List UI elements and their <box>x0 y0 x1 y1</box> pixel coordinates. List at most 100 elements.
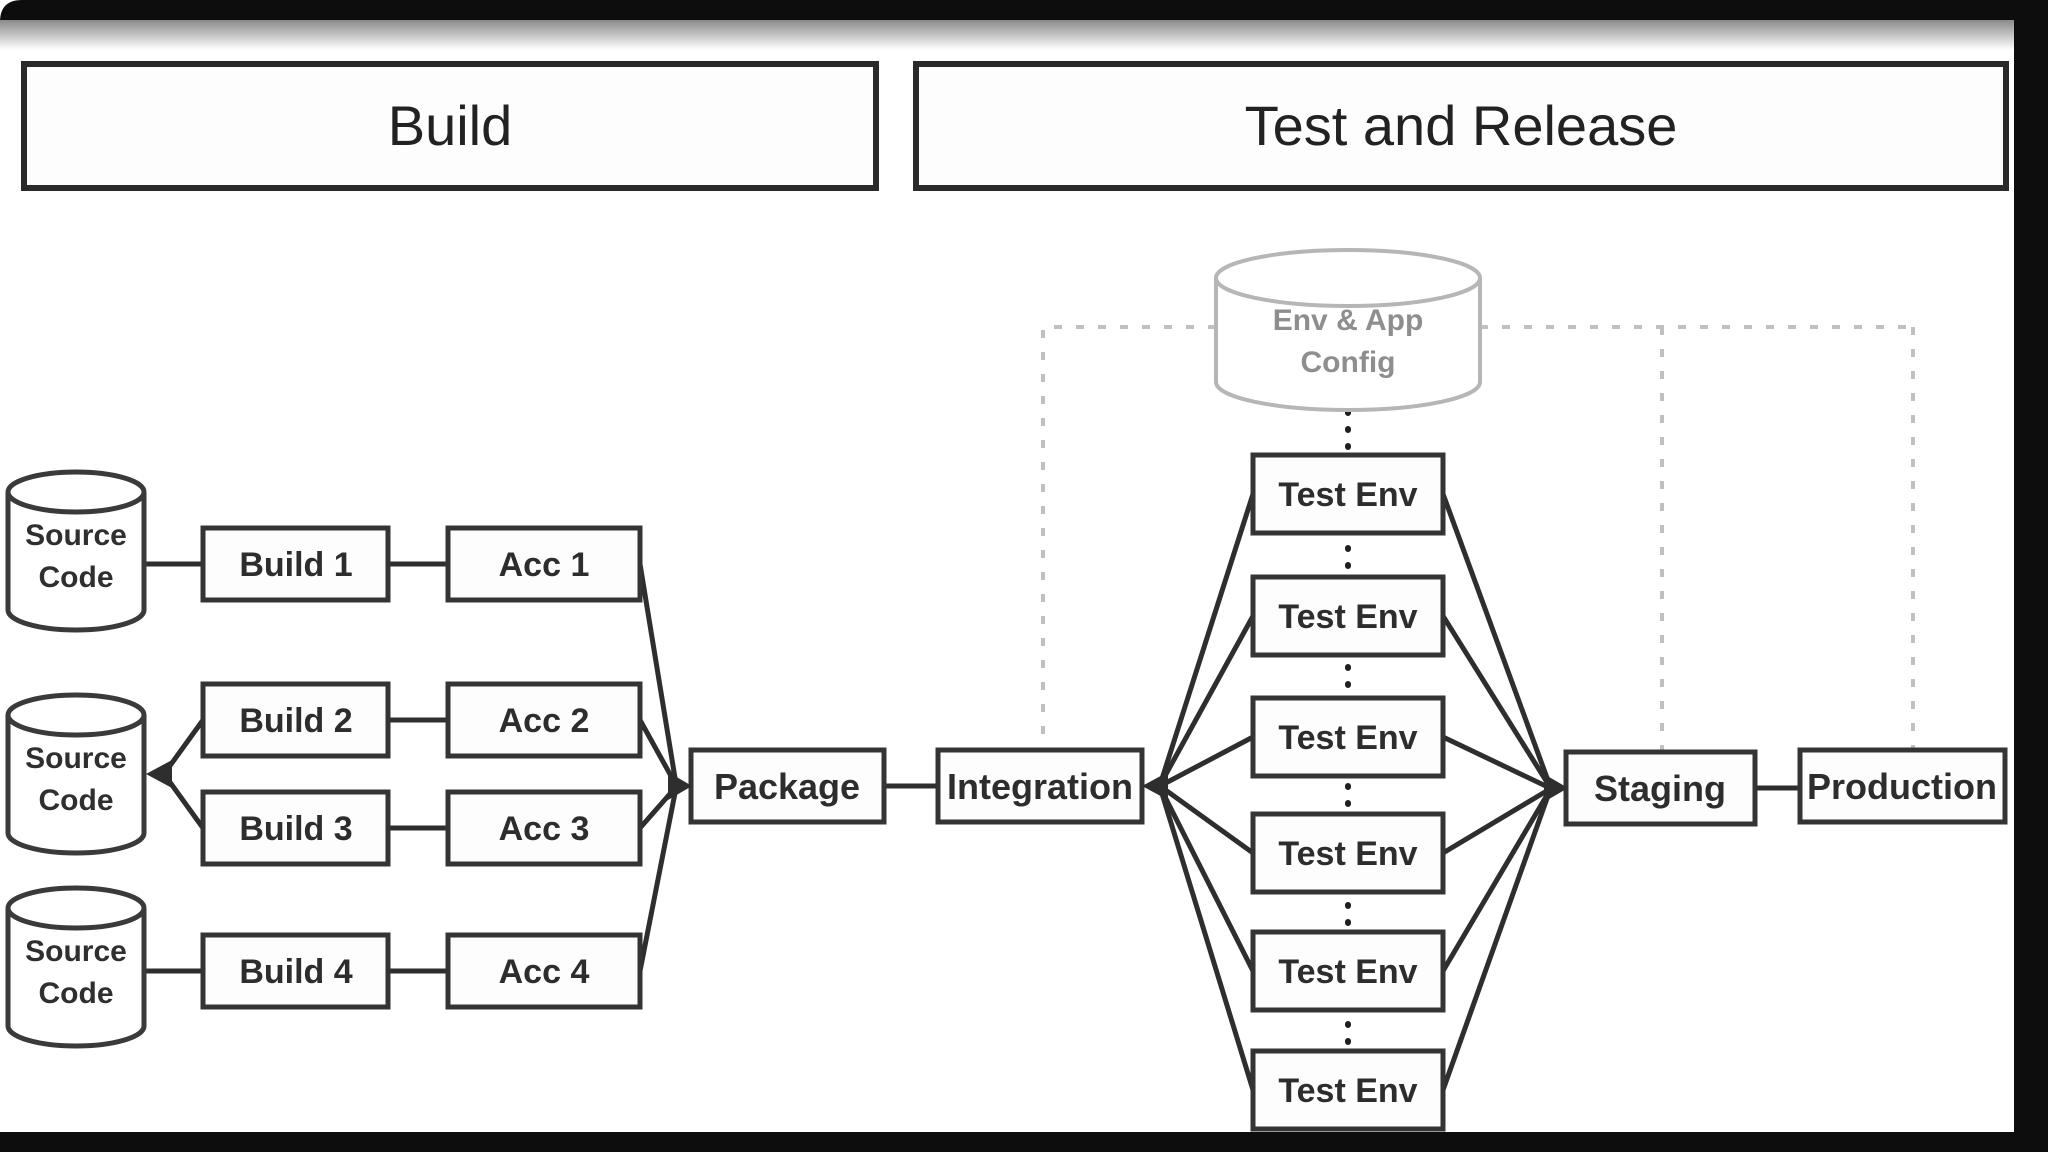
node-acc-2: Acc 2 <box>445 681 643 759</box>
node-box <box>1250 811 1446 895</box>
node-box <box>445 789 643 867</box>
source-code-label-line1: Source <box>25 935 127 968</box>
top-gradient-band <box>0 20 2048 50</box>
frame-top-bar <box>0 0 2048 22</box>
node-test-env-1: Test Env <box>1250 452 1446 536</box>
connector-testenv4-staging <box>1441 786 1552 856</box>
node-label: Test Env <box>1278 835 1417 873</box>
section-header-test-and-release: Test and Release <box>913 61 2009 191</box>
node-build-1: Build 1 <box>200 525 391 603</box>
node-test-env-4: Test Env <box>1250 811 1446 895</box>
database-cylinder-icon <box>5 908 147 1049</box>
node-box <box>1797 747 2008 825</box>
node-label: Build 2 <box>239 702 352 740</box>
node-label: Acc 4 <box>499 953 590 991</box>
node-label: Production <box>1807 766 1997 807</box>
node-integration: Integration <box>935 747 1145 825</box>
node-box <box>688 747 887 825</box>
node-production: Production <box>1797 747 2008 825</box>
arrowhead-into-source2 <box>146 760 172 788</box>
node-box <box>200 681 391 759</box>
node-box <box>200 932 391 1010</box>
node-box <box>200 525 391 603</box>
cylinder-top <box>5 692 147 738</box>
node-label: Build 4 <box>239 953 352 991</box>
cylinder-top <box>5 469 147 515</box>
node-label: Acc 1 <box>499 546 590 584</box>
source-code-label-line1: Source <box>25 519 127 552</box>
node-build-3: Build 3 <box>200 789 391 867</box>
node-label: Test Env <box>1278 598 1417 636</box>
section-header-test-and-release-box <box>913 61 2009 191</box>
connector-testenv5-staging <box>1440 788 1553 973</box>
node-label: Test Env <box>1278 1072 1417 1110</box>
section-header-test-and-release-label: Test and Release <box>1245 94 1678 157</box>
node-label: Build 3 <box>239 810 352 848</box>
node-test-env-3: Test Env <box>1250 695 1446 779</box>
config-label-line1: Env & App <box>1273 304 1424 337</box>
node-label: Acc 3 <box>499 810 590 848</box>
node-box <box>1250 1048 1446 1132</box>
node-label: Build 1 <box>239 546 352 584</box>
node-acc-3: Acc 3 <box>445 789 643 867</box>
source-code-label-line2: Code <box>39 784 114 817</box>
node-label: Integration <box>947 766 1133 807</box>
connector-testenv2-staging <box>1440 614 1553 789</box>
connector-integration-testenv1 <box>1157 493 1256 786</box>
node-source-code-1: Source Code <box>5 469 147 633</box>
node-box <box>1250 574 1446 658</box>
node-label: Test Env <box>1278 953 1417 991</box>
section-header-build-box <box>21 61 879 191</box>
node-staging: Staging <box>1563 749 1758 827</box>
node-test-env-2: Test Env <box>1250 574 1446 658</box>
node-source-code-3: Source Code <box>5 885 147 1049</box>
database-cylinder-icon <box>1214 278 1482 412</box>
config-dashed-connectors <box>1041 325 1915 752</box>
node-box <box>445 681 643 759</box>
connector-integration-testenv4 <box>1158 783 1255 856</box>
connector-integration-testenv2 <box>1157 614 1256 787</box>
section-header-build: Build <box>21 61 879 191</box>
arrowhead-into-package <box>668 772 692 800</box>
node-source-code-2: Source Code <box>5 692 147 856</box>
node-label: Test Env <box>1278 719 1417 757</box>
node-box <box>1250 452 1446 536</box>
frame-bottom-bar <box>0 1132 2048 1152</box>
connector-integration-testenv5 <box>1157 785 1256 973</box>
node-box <box>445 932 643 1010</box>
cylinder-top <box>5 885 147 931</box>
node-env-app-config: Env & App Config <box>1214 248 1482 412</box>
arrowhead-into-integration <box>1142 772 1168 800</box>
database-cylinder-icon <box>5 492 147 633</box>
node-box <box>200 789 391 867</box>
frame-right-bar <box>2014 0 2048 1152</box>
source-code-label-line1: Source <box>25 742 127 775</box>
node-test-env-6: Test Env <box>1250 1048 1446 1132</box>
connector-testenv3-staging <box>1441 734 1552 791</box>
arrowhead-into-staging <box>1544 774 1568 802</box>
cylinder-top <box>1214 248 1482 308</box>
node-build-2: Build 2 <box>200 681 391 759</box>
section-header-build-label: Build <box>388 94 513 157</box>
connector-testenv6-staging <box>1440 789 1553 1091</box>
node-label: Test Env <box>1278 476 1417 514</box>
node-acc-4: Acc 4 <box>445 932 643 1010</box>
node-acc-1: Acc 1 <box>445 525 643 603</box>
node-package: Package <box>688 747 887 825</box>
node-label: Acc 2 <box>499 702 590 740</box>
source-code-label-line2: Code <box>39 561 114 594</box>
node-label: Staging <box>1594 768 1726 809</box>
node-box <box>445 525 643 603</box>
connector-acc1-package <box>637 563 679 785</box>
node-box <box>1250 929 1446 1013</box>
config-label-line2: Config <box>1301 346 1396 379</box>
node-box <box>1250 695 1446 779</box>
source-code-label-line2: Code <box>39 977 114 1010</box>
node-test-env-5: Test Env <box>1250 929 1446 1013</box>
connector-testenv1-staging <box>1440 493 1553 787</box>
connector-acc4-package <box>637 787 679 972</box>
node-label: Package <box>714 766 860 807</box>
